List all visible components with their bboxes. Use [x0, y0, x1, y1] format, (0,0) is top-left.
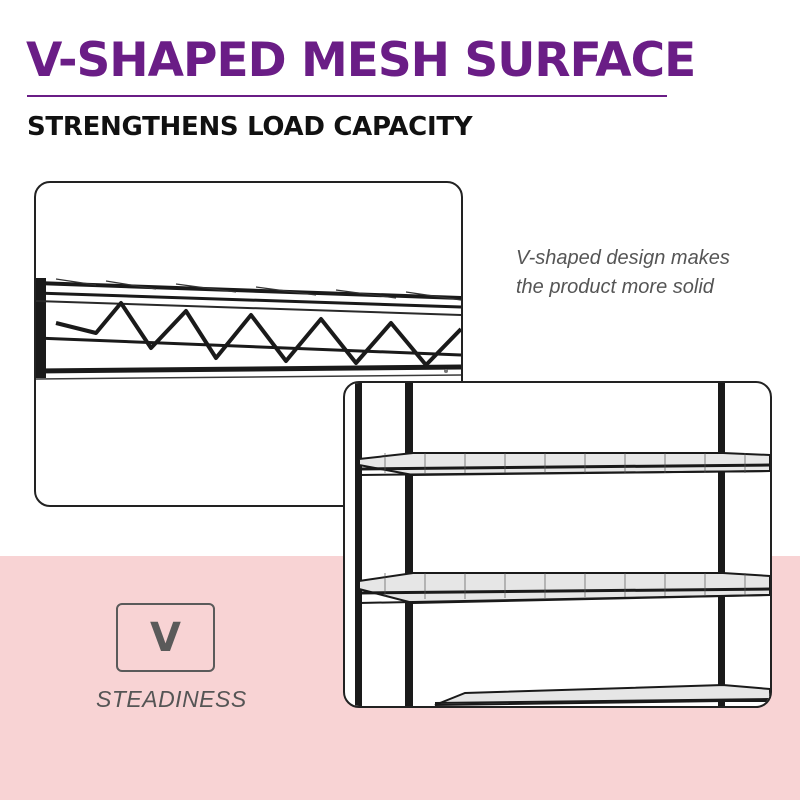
- headline-title: V-SHAPED MESH SURFACE: [26, 33, 696, 88]
- shelf-unit-illustration: [355, 383, 770, 706]
- caption-text: V-shaped design makes the product more s…: [516, 244, 756, 302]
- shelf-post-fragment: [36, 278, 46, 378]
- v-letter-badge-icon: V: [116, 603, 215, 672]
- subheadline: STRENGTHENS LOAD CAPACITY: [27, 112, 473, 142]
- v-zigzag-truss: [55, 301, 461, 367]
- wire-shelf-2: [358, 572, 770, 605]
- caption-line-1: V-shaped design makes: [516, 247, 730, 269]
- mesh-closeup-illustration: [36, 278, 461, 380]
- wire-shelf-1: [358, 452, 770, 477]
- shelf-unit-image: [343, 381, 772, 708]
- caption-line-2: the product more solid: [516, 276, 714, 298]
- title-underline-divider: [27, 95, 667, 97]
- steadiness-label: STEADINESS: [96, 686, 247, 712]
- wire-shelf-3: [434, 683, 770, 706]
